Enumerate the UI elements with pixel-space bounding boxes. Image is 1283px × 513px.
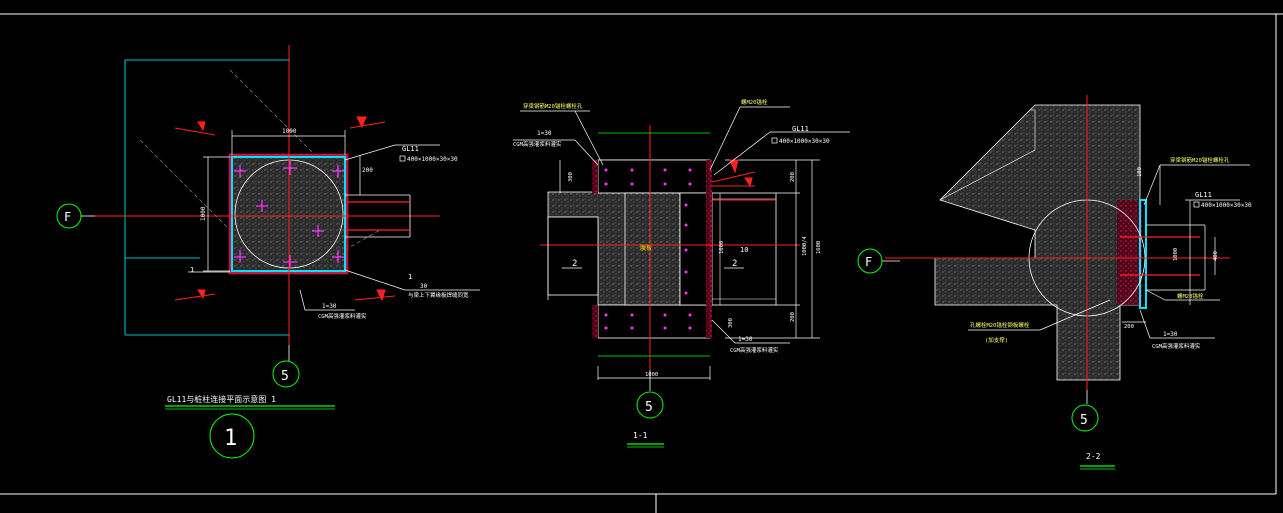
s22-dim-right-2: 400 [1213, 251, 1219, 261]
plan-bolts [234, 160, 344, 268]
s22-member-box-icon [1193, 201, 1200, 208]
s11-member-size: 400×1000×30×30 [779, 138, 830, 145]
plan-dim-left: 1000 [200, 206, 207, 221]
s11-cut-left: 2 [572, 259, 577, 269]
s11-axis-5-bubble [636, 391, 664, 419]
s11-bottom-plate-note: 1=30 [738, 336, 753, 343]
plan-section-note-2: 30 [420, 283, 428, 290]
s11-dim-200-bot: 200 [790, 312, 796, 322]
s22-grout-note: CGM高强灌浆料灌实 [1152, 342, 1201, 350]
s11-top-note: 穿梁钢筋M20锚栓螺栓孔 [523, 102, 583, 110]
s22-axis-f: F [865, 255, 872, 269]
s11-title: 1-1 [633, 431, 648, 440]
plan-section-note-1: 1 [408, 273, 412, 281]
plan-axis-5: 5 [281, 369, 289, 384]
s11-dim-200-top: 200 [790, 172, 796, 182]
plan-axis-f: F [64, 210, 71, 224]
s22-axis-5-bubble [1071, 404, 1099, 432]
plan-dim-top: 1000 [282, 128, 297, 135]
plan-grout-note: CGM高强灌浆料灌实 [318, 312, 367, 320]
section-2-2: 100 1000 400 200 穿梁钢筋M20锚栓螺栓孔 GL11 400×1… [857, 95, 1252, 470]
s11-dim-1000-4: 1000/4 [802, 235, 808, 256]
plan-member-size: 400×1000×30×30 [407, 156, 458, 163]
s11-grout-note: CGM高强灌浆料灌实 [513, 140, 562, 148]
s22-steel-plate [1139, 199, 1147, 309]
s22-member-label: GL11 [1195, 191, 1212, 199]
s22-dim-bottom: 200 [1124, 324, 1134, 330]
plan-plate-note-1: 1 [190, 266, 194, 274]
s11-dim-10: 10 [740, 246, 748, 254]
s22-top-note: 穿梁钢筋M20锚栓螺栓孔 [1170, 156, 1230, 164]
s22-column [934, 104, 1141, 381]
s11-member-box-icon [771, 137, 778, 144]
s11-web-label: 腹板 [640, 244, 652, 252]
s11-plate-note: 1=30 [537, 130, 552, 137]
plan-title: GL11与桩柱连接平面示意图 1 [167, 394, 276, 404]
s11-bolts [604, 168, 692, 330]
s11-dim-bottom-300: 300 [728, 318, 734, 328]
plan-anchor-note: 与梁上下翼缘板焊缝同宽 [408, 291, 469, 299]
s11-bolt-note: 螺M20锚栓 [741, 98, 768, 106]
s11-dim-1600: 1600 [816, 241, 822, 254]
s11-axis-5: 5 [645, 400, 653, 415]
s11-bottom-grout-note: CGM高强灌浆料灌实 [730, 346, 779, 354]
s11-cut-right: 2 [732, 259, 737, 269]
plan-plate-note-2: 1=30 [322, 303, 337, 310]
plan-member-label: GL11 [402, 145, 419, 153]
s22-axis-5: 5 [1080, 413, 1088, 428]
plan-member-box-icon [399, 155, 406, 162]
s22-member-size: 400×1000×30×30 [1201, 202, 1252, 209]
s22-left-note-1: 孔螺栓M20锚栓钢板螺栓 [970, 321, 1030, 329]
plan-section-flags [174, 116, 396, 302]
s22-dim-top: 100 [1137, 167, 1143, 177]
s22-left-note-2: (加支撑) [985, 336, 1008, 344]
plan-dim-side: 200 [362, 167, 373, 174]
s11-dim-left-300: 300 [568, 172, 574, 182]
plan-axis-5-bubble [272, 360, 300, 388]
s11-dim-bottom: 1000 [645, 372, 658, 378]
s22-dim-right-1: 1000 [1173, 248, 1179, 261]
s11-member-label: GL11 [792, 125, 809, 133]
plan-view: 1000 1000 200 GL11 400×1000×30×30 1 30 与… [56, 45, 480, 459]
s22-title: 2-2 [1086, 452, 1101, 461]
plan-title-number: 1 [224, 426, 237, 451]
s22-plate-note: 1=30 [1163, 331, 1178, 338]
s22-anchor-note: 螺M20锚栓 [1177, 292, 1204, 300]
plan-title-number-bubble [209, 413, 255, 459]
section-1-1: 200 1000/4 1600 200 300 1000 10 300 1000… [513, 98, 850, 448]
drawing-frame [0, 13, 1283, 513]
s11-dim-mid: 1000 [719, 241, 725, 254]
